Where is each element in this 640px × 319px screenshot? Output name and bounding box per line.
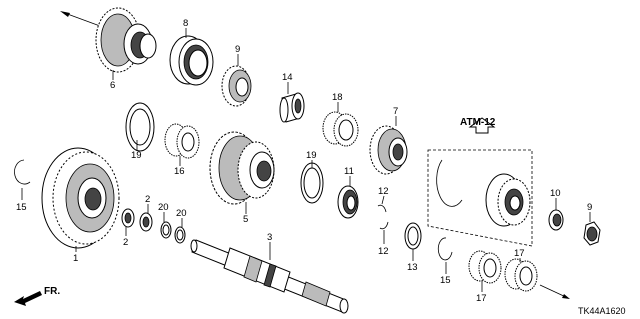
snap-ring-part-15-a xyxy=(14,159,31,185)
diagram-code: TK44A1620 xyxy=(578,306,626,316)
label-part-18: 18 xyxy=(332,92,343,103)
label-part-5: 6 xyxy=(110,80,115,91)
atm-12-assembly-box xyxy=(427,149,533,247)
leader-lines xyxy=(21,28,591,299)
label-part-17-a: 17 xyxy=(476,293,487,304)
washer-part-2-a xyxy=(121,208,135,228)
atm-12-arrow xyxy=(468,117,496,134)
washer-part-20-a xyxy=(160,221,172,239)
label-part-1: 1 xyxy=(73,253,78,264)
label-part-12-b: 12 xyxy=(378,246,389,257)
synchro-part-7 xyxy=(169,35,214,86)
washer-part-19-b xyxy=(300,162,324,204)
clutch-drum-part-1 xyxy=(41,147,120,249)
washer-part-13 xyxy=(404,222,422,250)
mainshaft-part-3 xyxy=(190,239,349,314)
part-labels: 6 8 9 14 18 7 19 16 5 19 11 12 12 13 15 … xyxy=(16,18,592,304)
label-part-16: 16 xyxy=(174,166,185,177)
direction-label: FR. xyxy=(44,286,60,297)
label-part-20-b: 20 xyxy=(176,208,187,219)
assembly-label: ATM-12 xyxy=(460,117,496,128)
label-part-19-b: 19 xyxy=(306,150,317,161)
bearing-part-16 xyxy=(164,123,200,159)
washer-part-20-b xyxy=(174,226,186,244)
label-part-2-b: 2 xyxy=(145,194,150,205)
bearing-part-18 xyxy=(322,111,359,147)
collar-part-14 xyxy=(279,92,305,123)
nut-part-9 xyxy=(583,221,601,246)
label-part-11: 11 xyxy=(344,166,354,177)
gear-part-6 xyxy=(369,125,408,175)
gear-part-8 xyxy=(221,65,252,107)
label-part-8: 9 xyxy=(235,44,240,55)
label-part-3: 3 xyxy=(267,232,272,243)
ring-part-11 xyxy=(337,185,359,219)
label-part-19-a: 19 xyxy=(131,150,142,161)
bearing-part-17-b xyxy=(504,258,538,292)
label-part-7: 8 xyxy=(183,18,188,29)
label-part-17-b: 17 xyxy=(514,248,525,259)
label-part-2-a: 2 xyxy=(123,237,128,248)
label-part-12-a: 12 xyxy=(378,186,389,197)
label-part-15-b: 15 xyxy=(440,275,451,286)
label-part-20-a: 20 xyxy=(158,202,169,213)
label-part-13: 13 xyxy=(407,262,418,273)
gear-part-5 xyxy=(95,7,157,73)
label-part-6: 7 xyxy=(393,106,398,117)
washer-part-10 xyxy=(548,209,564,231)
label-part-9: 9 xyxy=(587,202,592,213)
snap-ring-part-15-b xyxy=(437,237,453,261)
snap-ring-part-12 xyxy=(377,204,389,230)
label-part-15-a: 15 xyxy=(16,202,27,213)
washer-part-2-b xyxy=(139,212,153,232)
label-part-10: 10 xyxy=(550,188,561,199)
bearing-part-17-a xyxy=(468,250,502,284)
label-part-14: 14 xyxy=(282,72,293,83)
washer-part-19-a xyxy=(125,102,155,152)
label-part-4: 5 xyxy=(243,214,248,225)
front-direction-indicator: FR. xyxy=(14,286,60,306)
gear-part-4 xyxy=(209,131,275,205)
